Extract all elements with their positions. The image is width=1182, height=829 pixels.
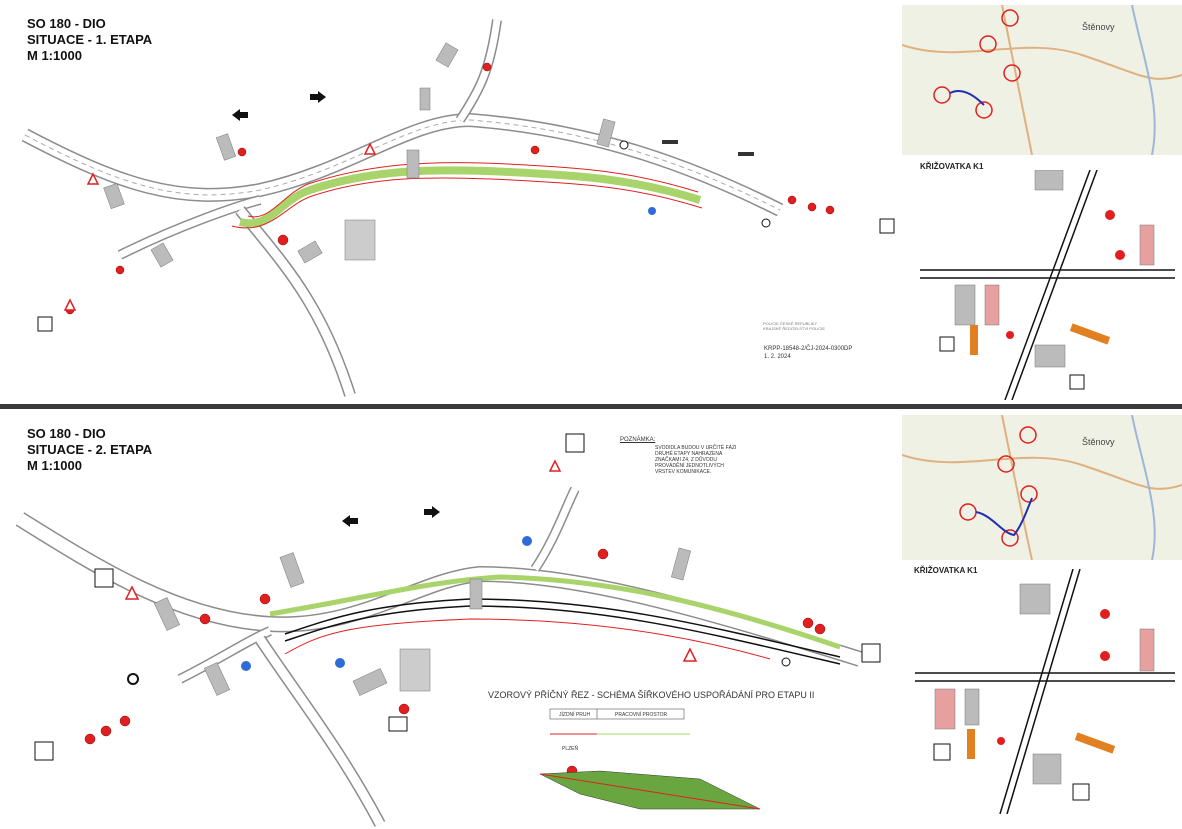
arrow-left-icon — [342, 515, 358, 527]
arrow-right-icon — [310, 91, 326, 103]
drawing-subtitle: SITUACE - 2. ETAPA — [27, 442, 153, 457]
section-direction-label: PLZEŇ — [562, 745, 579, 752]
junction-detail-2 — [915, 569, 1175, 814]
work-label: PRACOVNÍ PROSTOR — [615, 711, 668, 718]
sheet-divider — [0, 404, 1182, 409]
junction-detail-1 — [920, 170, 1175, 400]
sheet-stage-1: SO 180 - DIO SITUACE - 1. ETAPA M 1:1000 — [0, 0, 1182, 404]
drawing-scale: M 1:1000 — [27, 458, 82, 473]
plan-stage-1 — [21, 19, 895, 397]
note-box: POZNÁMKA: SVODIDLA BUDOU V URČITÉ FÁZI D… — [620, 437, 740, 475]
arrow-right-icon — [424, 506, 440, 518]
plan-stage-2: JÍZDNÍ PRUH PRACOVNÍ PROSTOR PLZEŇ — [15, 433, 881, 827]
reference-number: KRPP-18548-2/ČJ-2024-0300DP — [764, 346, 853, 352]
title-block-stage-1: SO 180 - DIO SITUACE - 1. ETAPA M 1:1000 — [27, 16, 152, 64]
drawing-scale: M 1:1000 — [27, 48, 82, 63]
sheet-stage-2: SO 180 - DIO SITUACE - 2. ETAPA M 1:1000 — [0, 409, 1182, 829]
title-block-stage-2: SO 180 - DIO SITUACE - 2. ETAPA M 1:1000 — [27, 426, 152, 474]
note-text: SVODIDLA BUDOU V URČITÉ FÁZI DRUHÉ ETAPY… — [655, 445, 737, 475]
inset-location-map-1: Štěnovy — [902, 5, 1182, 155]
inset-title-2: KŘIŽOVATKA K1 — [914, 566, 978, 575]
cross-section-title: VZOROVÝ PŘÍČNÝ ŘEZ - SCHÉMA ŠÍŘKOVÉHO US… — [488, 690, 815, 700]
svg-text:Štěnovy: Štěnovy — [1082, 437, 1115, 447]
inset-location-map-2: Štěnovy — [902, 415, 1182, 561]
town-label: Štěnovy — [1082, 22, 1115, 32]
reference-date: 1. 2. 2024 — [764, 354, 791, 360]
inset-title-1: KŘIŽOVATKA K1 — [920, 162, 984, 171]
note-heading: POZNÁMKA: — [620, 437, 656, 443]
cross-section-diagram — [539, 708, 761, 810]
police-stamp: POLICIE ČESKÉ REPUBLIKY KRAJSKÉ ŘEDITELS… — [763, 321, 826, 331]
arrow-left-icon — [232, 109, 248, 121]
lane-label: JÍZDNÍ PRUH — [559, 711, 591, 718]
drawing-title: SO 180 - DIO — [27, 16, 106, 31]
drawing-subtitle: SITUACE - 1. ETAPA — [27, 32, 153, 47]
traffic-light-icon — [662, 140, 754, 156]
drawing-title: SO 180 - DIO — [27, 426, 106, 441]
